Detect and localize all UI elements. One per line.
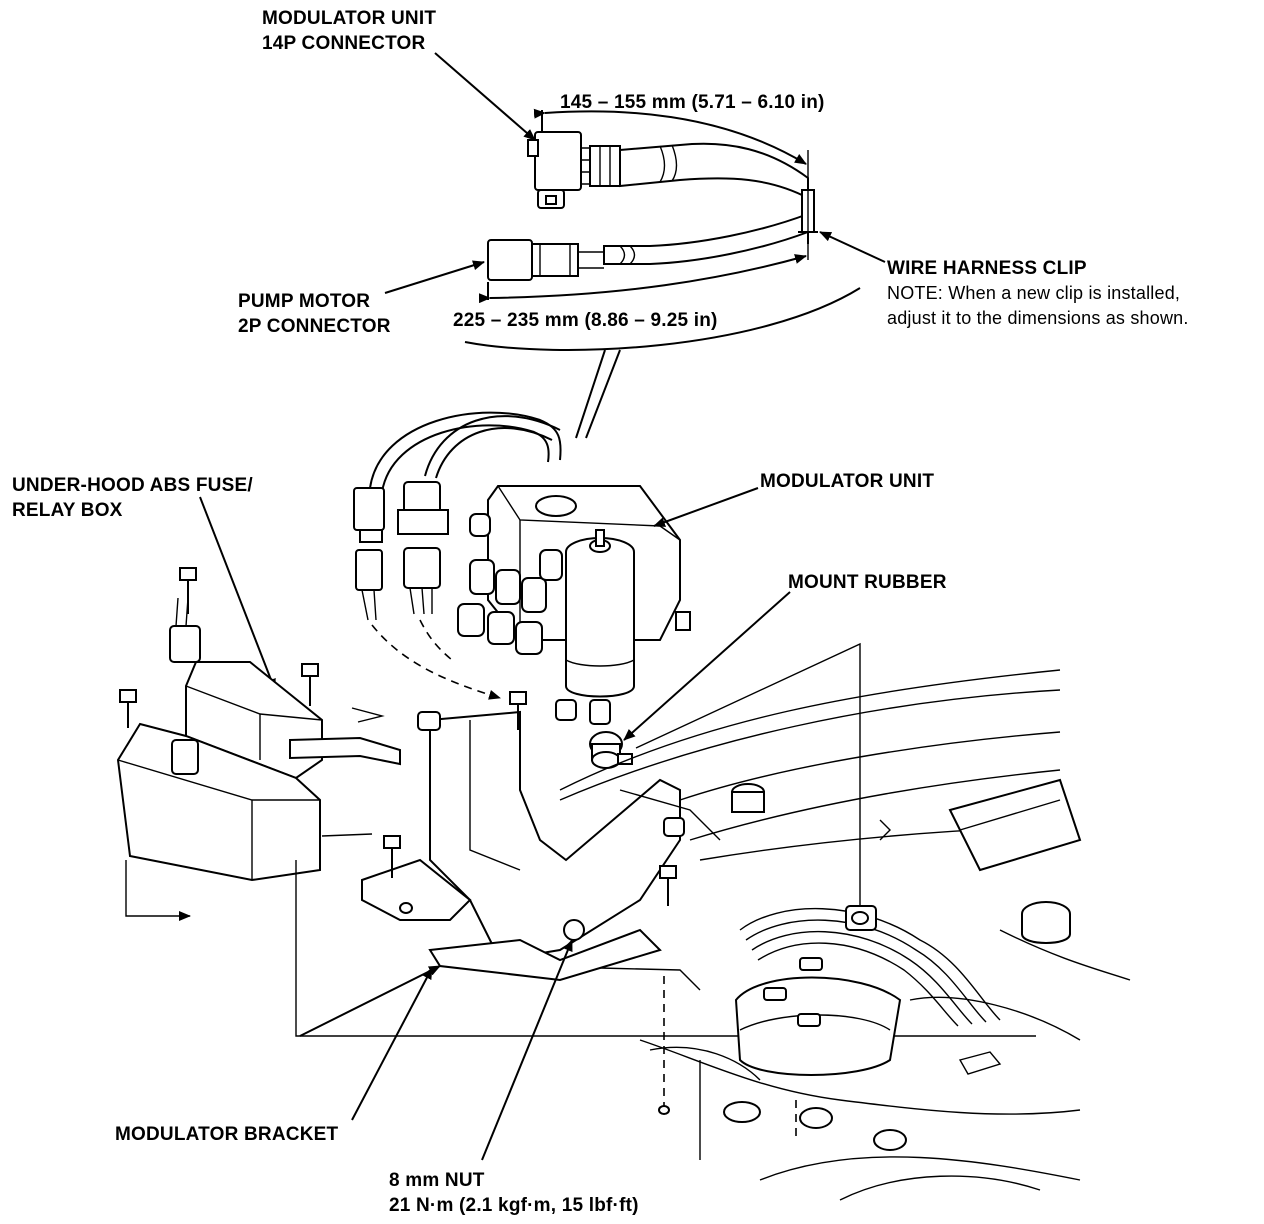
modulator-bracket-label: MODULATOR BRACKET bbox=[115, 1124, 339, 1145]
lower-dimension-label: 225 – 235 mm (8.86 – 9.25 in) bbox=[453, 310, 718, 331]
fuse-relay-box-drawing bbox=[116, 496, 1036, 1037]
fuse-box-label-line1: UNDER-HOOD ABS FUSE/ bbox=[12, 475, 253, 496]
modulator-unit-label: MODULATOR UNIT bbox=[760, 471, 935, 492]
modulator-connector-label: MODULATOR UNIT 14P CONNECTOR bbox=[262, 6, 436, 56]
modulator-14p-connector bbox=[527, 131, 621, 209]
fuse-box-label-line2: RELAY BOX bbox=[12, 500, 123, 521]
modulator-connector-label-line1: MODULATOR UNIT bbox=[262, 8, 437, 29]
modulator-unit-drawing bbox=[353, 411, 691, 725]
modulator-connector-label-line2: 14P CONNECTOR bbox=[262, 33, 426, 54]
pump-connector-label: PUMP MOTOR 2P CONNECTOR bbox=[238, 289, 391, 339]
mount-rubber-label: MOUNT RUBBER bbox=[788, 572, 947, 593]
modulator-bracket-drawing bbox=[361, 691, 685, 982]
upper-dimension-label: 145 – 155 mm (5.71 – 6.10 in) bbox=[560, 92, 825, 113]
fuse-box-label: UNDER-HOOD ABS FUSE/ RELAY BOX bbox=[12, 473, 253, 523]
nut-label: 8 mm NUT 21 N·m (2.1 kgf·m, 15 lbf·ft) bbox=[389, 1168, 639, 1218]
nut-label-line2: 21 N·m (2.1 kgf·m, 15 lbf·ft) bbox=[389, 1195, 639, 1216]
pump-connector-label-line2: 2P CONNECTOR bbox=[238, 316, 391, 337]
clip-note-line2: adjust it to the dimensions as shown. bbox=[887, 308, 1189, 328]
pump-2p-connector bbox=[487, 239, 604, 281]
mount-rubber bbox=[589, 731, 633, 769]
clip-note-line1: NOTE: When a new clip is installed, bbox=[887, 283, 1181, 303]
clip-note: NOTE: When a new clip is installed, adju… bbox=[887, 281, 1189, 331]
engine-bay-drawing bbox=[559, 669, 1131, 1201]
nut-label-line1: 8 mm NUT bbox=[389, 1170, 485, 1191]
harness-inset bbox=[384, 52, 886, 439]
wire-harness-clip-label: WIRE HARNESS CLIP bbox=[887, 258, 1087, 279]
pump-connector-label-line1: PUMP MOTOR bbox=[238, 291, 371, 312]
